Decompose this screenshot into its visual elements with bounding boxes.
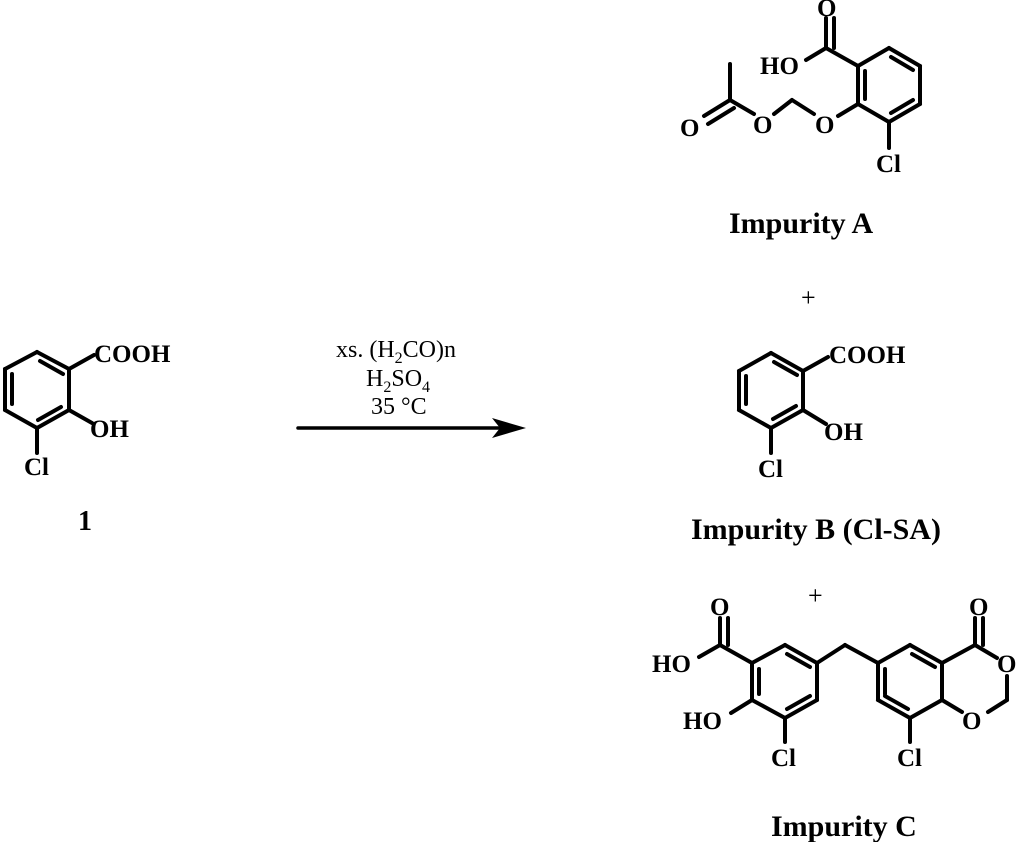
- impurity-c-ring-o1: O: [997, 651, 1016, 678]
- impurity-a-ether-o2: O: [753, 112, 772, 139]
- impurity-a-chloro: Cl: [876, 151, 901, 178]
- starting-material-structure: COOH OH Cl: [3, 341, 171, 481]
- impurity-c-hydroxyl: HO: [683, 708, 722, 735]
- condition-reagent: xs. (H2CO)n: [336, 337, 456, 367]
- cooh-label: COOH: [94, 341, 171, 368]
- plus-sign-2: +: [808, 581, 823, 610]
- condition-acid: H2SO4: [366, 366, 430, 396]
- impurity-c-label: Impurity C: [771, 810, 917, 842]
- benzene-ring: [856, 46, 922, 124]
- impurity-a-acid-o: O: [817, 0, 836, 22]
- oh-bond: [67, 408, 94, 425]
- reaction-arrow: [296, 418, 526, 438]
- impurity-a-ether-o1: O: [815, 112, 834, 139]
- condition-temperature: 35 °C: [371, 394, 427, 420]
- impurity-c-lactone-o: O: [969, 594, 988, 621]
- impurity-c-structure: O HO HO Cl O O O Cl: [652, 594, 1016, 772]
- impurity-c-acid-ho: HO: [652, 651, 691, 678]
- impurity-c-ring-o2: O: [962, 708, 981, 735]
- impurity-b-oh: OH: [824, 419, 863, 446]
- impurity-a-ester-o: O: [680, 115, 699, 142]
- impurity-b-cooh: COOH: [829, 342, 906, 369]
- impurity-c-acid-o: O: [710, 594, 729, 621]
- impurity-c-chloro-left: Cl: [771, 745, 796, 772]
- impurity-a-structure: O HO O O O Cl: [680, 0, 922, 178]
- reaction-conditions: xs. (H2CO)n H2SO4 35 °C: [336, 337, 456, 420]
- impurity-c-chloro-right: Cl: [897, 745, 922, 772]
- plus-sign-1: +: [801, 283, 816, 312]
- oh-label: OH: [90, 416, 129, 443]
- right-benzene-ring: [876, 643, 944, 720]
- impurity-b-chloro: Cl: [758, 456, 783, 483]
- cooh-bond: [67, 353, 96, 371]
- benzene-ring: [3, 350, 71, 430]
- impurity-a-label: Impurity A: [729, 207, 874, 240]
- cl-label: Cl: [24, 454, 49, 481]
- starting-material-label: 1: [78, 506, 92, 537]
- impurity-b-structure: COOH OH Cl: [737, 342, 906, 483]
- impurity-b-label: Impurity B (Cl-SA): [691, 513, 941, 546]
- left-benzene-ring: [750, 643, 819, 720]
- benzene-ring: [737, 351, 805, 430]
- impurity-a-acid-ho: HO: [760, 53, 799, 80]
- methylene-bridge: [843, 643, 880, 665]
- methylene-bridge: [815, 643, 847, 665]
